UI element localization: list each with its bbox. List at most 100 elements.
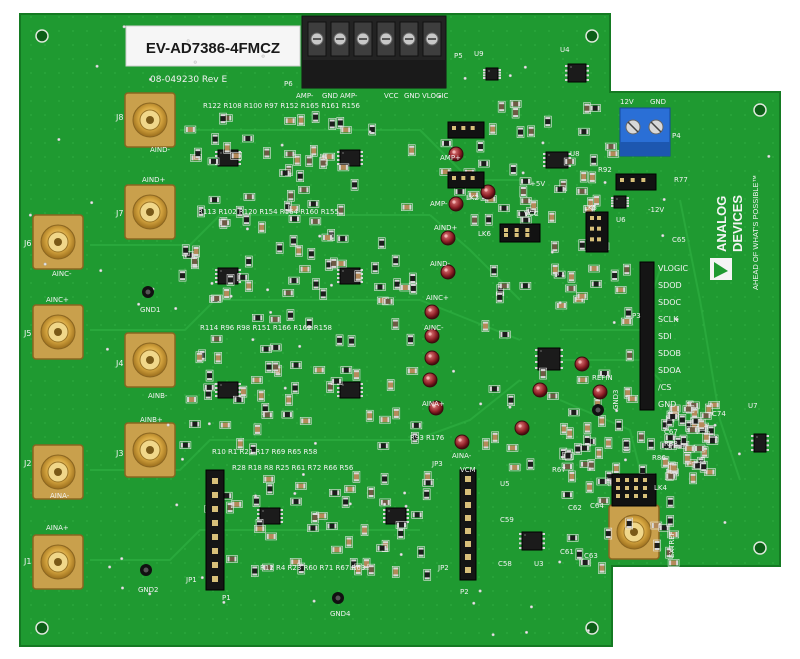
ic-lead xyxy=(238,159,241,161)
part-outline xyxy=(313,366,326,374)
part-cap xyxy=(237,446,243,449)
test-point[interactable] xyxy=(454,434,470,450)
part-cap xyxy=(690,473,696,476)
part-cap xyxy=(308,256,314,259)
part-cap xyxy=(250,136,253,142)
part-outline xyxy=(576,187,588,196)
sma-connector[interactable] xyxy=(124,422,176,478)
terminal-block-p6[interactable] xyxy=(301,15,447,89)
jumper[interactable] xyxy=(611,473,657,507)
part-body xyxy=(425,472,431,482)
smd-part xyxy=(607,149,619,158)
smd-part xyxy=(344,485,356,493)
test-point[interactable] xyxy=(422,372,438,388)
part-cap xyxy=(549,212,555,215)
conn-id: J2 xyxy=(23,459,31,468)
part-cap xyxy=(584,442,590,445)
test-point-highlight xyxy=(596,388,600,392)
test-point[interactable] xyxy=(592,384,608,400)
sma-connector[interactable] xyxy=(32,304,84,360)
sma-connector[interactable] xyxy=(608,504,660,560)
part-cap xyxy=(378,298,381,304)
part-body xyxy=(510,464,520,470)
part-body xyxy=(232,501,242,507)
ref-lk4: LK4 xyxy=(654,484,667,492)
part-cap xyxy=(668,414,671,420)
part-cap xyxy=(673,473,676,479)
smd-part xyxy=(393,278,401,290)
test-point[interactable] xyxy=(514,420,530,436)
smd-part xyxy=(275,242,284,254)
smd-part xyxy=(297,114,305,127)
ref-lk2: LK2 xyxy=(466,194,479,202)
smd-part xyxy=(423,569,432,581)
part-cap xyxy=(289,205,292,211)
part-outline xyxy=(291,382,299,394)
test-point[interactable] xyxy=(440,264,456,280)
part-cap xyxy=(288,191,294,194)
jumper[interactable] xyxy=(585,211,609,253)
part-body xyxy=(308,201,318,207)
test-point[interactable] xyxy=(440,230,456,246)
part-cap xyxy=(196,352,202,355)
test-point[interactable] xyxy=(428,400,444,416)
part-cap xyxy=(185,126,188,132)
test-point[interactable] xyxy=(424,350,440,366)
smd-part xyxy=(262,563,274,572)
part-body xyxy=(606,144,616,150)
header-p3[interactable] xyxy=(639,261,655,411)
test-point[interactable] xyxy=(574,356,590,372)
part-body xyxy=(198,206,204,216)
part-outline xyxy=(243,193,256,201)
ic-pin1-dot xyxy=(220,384,222,386)
jumper[interactable] xyxy=(615,173,657,191)
sma-connector[interactable] xyxy=(124,92,176,148)
part-body xyxy=(264,476,274,482)
sma-connector[interactable] xyxy=(32,444,84,500)
test-point[interactable] xyxy=(448,196,464,212)
jumper-pin xyxy=(590,237,594,242)
part-cap xyxy=(250,451,256,454)
jumper[interactable] xyxy=(447,171,485,189)
part-body xyxy=(250,444,256,454)
sma-connector[interactable] xyxy=(32,534,84,590)
conn-sub: AINB+ xyxy=(140,416,163,424)
terminal-block-p4[interactable] xyxy=(619,107,671,157)
part-body xyxy=(569,409,579,415)
part-body xyxy=(313,279,319,289)
part-cap xyxy=(377,545,380,551)
sma-connector[interactable] xyxy=(124,332,176,388)
part-body xyxy=(393,408,399,418)
header-p1[interactable] xyxy=(205,469,225,591)
smd-part xyxy=(498,282,511,290)
part-cap xyxy=(499,102,505,105)
via xyxy=(313,441,317,445)
part-cap xyxy=(301,418,304,424)
jumper-body xyxy=(447,171,485,189)
part-cap xyxy=(308,249,314,252)
sma-connector[interactable] xyxy=(32,214,84,270)
part-outline xyxy=(379,498,392,507)
ic-lead xyxy=(498,71,501,74)
part-cap xyxy=(624,272,630,275)
jumper[interactable] xyxy=(447,121,485,139)
conn-id: J4 xyxy=(115,359,123,368)
part-body xyxy=(497,285,503,295)
test-point[interactable] xyxy=(532,382,548,398)
part-outline xyxy=(179,441,192,449)
part-cap xyxy=(638,439,644,442)
test-point-body xyxy=(424,350,440,366)
part-cap xyxy=(570,464,573,470)
test-point[interactable] xyxy=(424,304,440,320)
ref-r88: R88 xyxy=(664,440,678,448)
test-point[interactable] xyxy=(448,146,464,162)
smd-part xyxy=(470,214,479,226)
part-cap xyxy=(330,490,333,496)
test-point[interactable] xyxy=(424,328,440,344)
part-cap xyxy=(591,281,594,287)
part-body xyxy=(627,396,637,402)
sma-connector[interactable] xyxy=(124,184,176,240)
jumper[interactable] xyxy=(499,223,541,243)
header-p2[interactable] xyxy=(459,469,477,581)
ic-lead xyxy=(238,163,241,165)
